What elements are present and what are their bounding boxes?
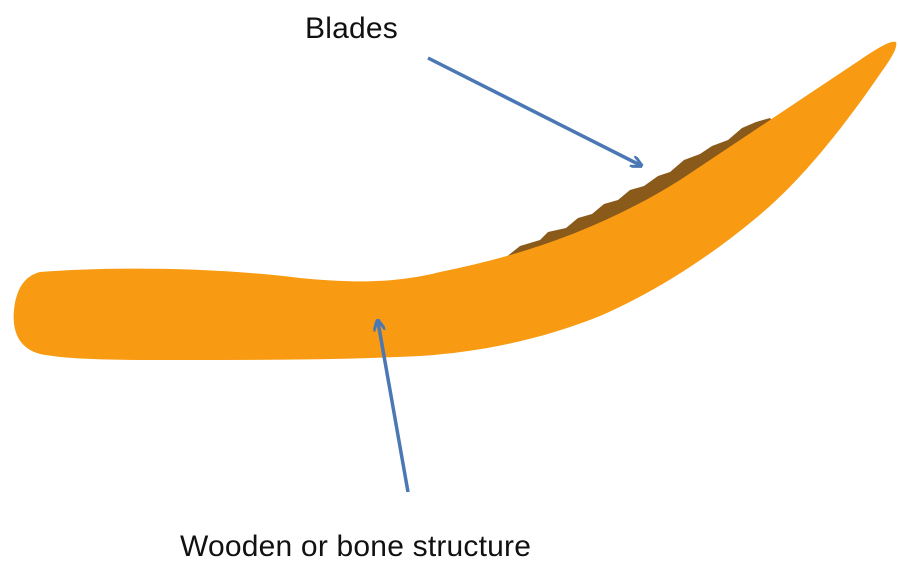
wooden-bone-structure [14,42,897,360]
structure-label: Wooden or bone structure [180,530,531,564]
blades-arrow [428,58,640,165]
blades-label: Blades [305,12,398,46]
